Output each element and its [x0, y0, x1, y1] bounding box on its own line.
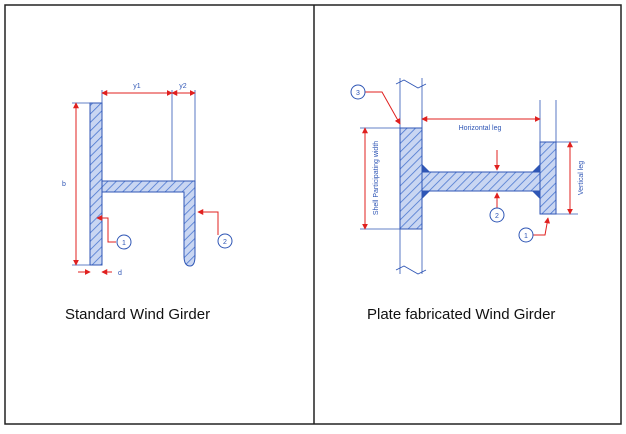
callout-2-circle [489, 207, 505, 223]
callout-1-circle [518, 227, 534, 243]
weld-bottom-left [422, 191, 430, 199]
weld-bottom-right [532, 191, 540, 199]
callout-2-number: 2 [495, 213, 499, 220]
label-y1: y1 [133, 83, 141, 90]
shell-plate [399, 127, 423, 230]
label-horizontal-leg: Horizontal leg [459, 125, 502, 132]
callout-1-leader [533, 217, 551, 236]
callout-2-circle [217, 233, 233, 249]
vertical-leg [539, 141, 557, 215]
label-y2: y2 [179, 83, 187, 90]
label-b: b [62, 181, 66, 188]
outer-border [4, 4, 622, 425]
callout-1-circle [116, 234, 132, 250]
caption-standard-wind-girder: Standard Wind Girder [65, 306, 211, 323]
label-vertical-leg: Vertical leg [578, 161, 585, 195]
callout-3-circle [350, 84, 366, 100]
plate-fabricated-wind-girder-drawing: Horizontal leg Vertical leg Shell Partic… [350, 78, 585, 275]
callout-2-number: 2 [223, 239, 227, 246]
weld-top-left [422, 164, 430, 172]
callout-2-leader [197, 209, 219, 235]
horizontal-web [421, 171, 541, 192]
weld-top-right [532, 164, 540, 172]
standard-wind-girder-drawing: y1 y2 b d 1 2 [62, 83, 233, 277]
caption-plate-fabricated-wind-girder: Plate fabricated Wind Girder [367, 306, 556, 323]
label-d: d [118, 270, 122, 277]
callout-1-number: 1 [524, 233, 528, 240]
label-shell-participating-width: Shell Participating width [373, 141, 380, 215]
break-mark-bottom [395, 265, 427, 275]
callout-1-leader [96, 215, 116, 243]
callout-3-number: 3 [356, 90, 360, 97]
shell-plate [89, 102, 103, 266]
callout-3-leader [365, 91, 401, 125]
angle-profile [101, 180, 196, 267]
break-mark-top [395, 79, 427, 89]
callout-1-number: 1 [122, 240, 126, 247]
